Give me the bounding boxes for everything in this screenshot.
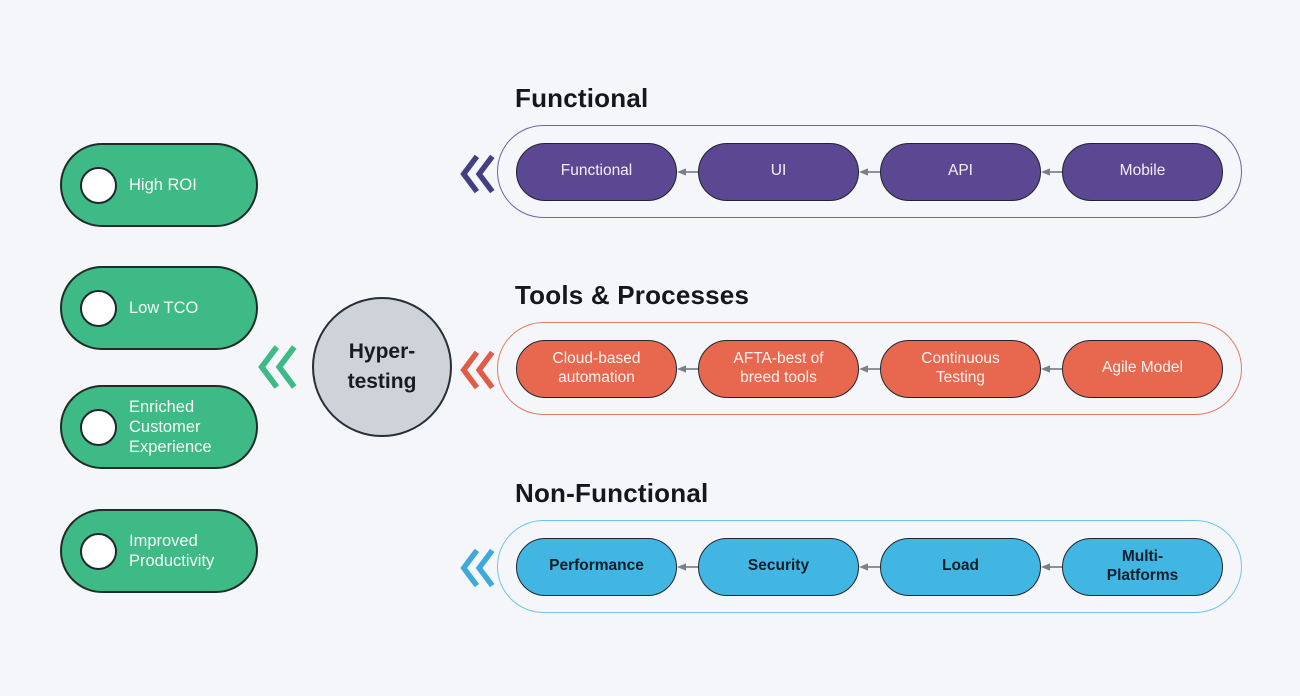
group-track: Performance Security Load Multi- Platfor… (497, 520, 1242, 613)
group-track: Functional UI API Mobile (497, 125, 1242, 218)
arrow-left-icon (677, 364, 698, 373)
double-chevron-left-icon (460, 548, 495, 588)
benefit-pill-high-roi: High ROI (60, 143, 258, 227)
arrow-left-icon (677, 562, 698, 571)
arrow-left-icon (677, 167, 698, 176)
arrow-left-icon (1041, 364, 1062, 373)
double-chevron-left-icon (258, 345, 297, 389)
benefit-pill-improved-productivity: Improved Productivity (60, 509, 258, 593)
node-pill: API (880, 142, 1041, 201)
arrow-left-icon (859, 167, 880, 176)
node-pill: Continuous Testing (880, 339, 1041, 398)
node-pill: Mobile (1062, 142, 1223, 201)
double-chevron-left-icon (460, 154, 495, 194)
benefit-pill-low-tco: Low TCO (60, 266, 258, 350)
arrow-left-icon (1041, 562, 1062, 571)
double-chevron-left-icon (460, 350, 495, 390)
node-pill: Multi- Platforms (1062, 537, 1223, 596)
group-title: Non-Functional (515, 478, 709, 508)
group-non-functional: Non-Functional Performance Security Load… (497, 479, 1242, 613)
node-pill: UI (698, 142, 859, 201)
arrow-left-icon (859, 364, 880, 373)
benefit-label: Enriched Customer Experience (129, 397, 212, 457)
group-track: Cloud-based automation AFTA-best of bree… (497, 322, 1242, 415)
node-pill: Load (880, 537, 1041, 596)
benefit-label: Low TCO (129, 298, 199, 317)
bullet-circle-icon (80, 532, 117, 570)
node-pill: Security (698, 537, 859, 596)
benefit-pill-enriched-customer-experience: Enriched Customer Experience (60, 385, 258, 469)
bullet-circle-icon (80, 166, 117, 204)
node-pill: Performance (516, 537, 677, 596)
bullet-circle-icon (80, 408, 117, 446)
node-pill: Agile Model (1062, 339, 1223, 398)
bullet-circle-icon (80, 289, 117, 327)
group-tools-processes: Tools & Processes Cloud-based automation… (497, 281, 1242, 415)
arrow-left-icon (1041, 167, 1062, 176)
node-pill: Cloud-based automation (516, 339, 677, 398)
group-title: Tools & Processes (515, 280, 750, 310)
node-pill: Functional (516, 142, 677, 201)
benefit-label: Improved Productivity (129, 531, 215, 570)
group-functional: Functional Functional UI API Mobile (497, 84, 1242, 218)
hub-circle-hyper-testing: Hyper- testing (312, 297, 452, 437)
group-title: Functional (515, 83, 649, 113)
node-pill: AFTA-best of breed tools (698, 339, 859, 398)
arrow-left-icon (859, 562, 880, 571)
benefit-label: High ROI (129, 175, 197, 194)
